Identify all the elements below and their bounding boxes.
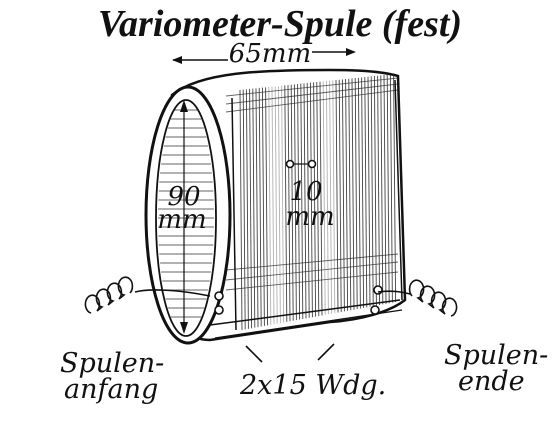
width-label: 65mm xyxy=(229,39,311,69)
end-label-line2: ende xyxy=(458,366,525,397)
diameter-dimension: 90 mm xyxy=(157,100,207,334)
diameter-value: 90 xyxy=(167,182,200,212)
terminal-rivets xyxy=(214,159,383,315)
coil-body xyxy=(144,68,407,345)
start-label-line1: Spulen- xyxy=(60,348,164,379)
gap-value: 10 xyxy=(289,177,322,207)
turns-leader-lines xyxy=(245,343,335,363)
diameter-unit: mm xyxy=(157,205,206,235)
gap-dimension: 10 mm xyxy=(285,177,334,232)
gap-unit: mm xyxy=(285,202,334,232)
end-label-line1: Spulen- xyxy=(444,340,548,371)
width-dimension: 65mm xyxy=(172,39,356,69)
lead-wire-end xyxy=(377,279,458,317)
diagram-title: Variometer-Spule (fest) xyxy=(98,3,462,45)
turns-label: 2x15 Wdg. xyxy=(239,370,386,401)
lead-wire-start xyxy=(84,276,211,314)
start-label-line2: anfang xyxy=(64,374,158,405)
